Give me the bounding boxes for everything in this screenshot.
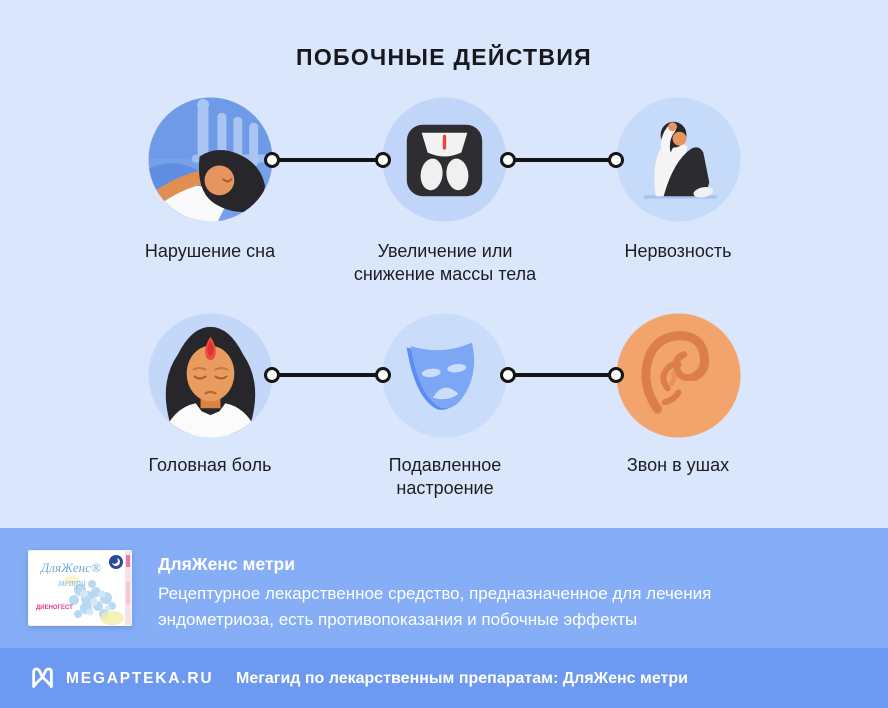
product-description: Рецептурное лекарственное средство, пред… <box>158 584 712 629</box>
effect-label: Нарушение сна <box>144 241 276 261</box>
sleeping-woman-icon <box>148 97 273 222</box>
box-brand-text: ДляЖенс® <box>39 560 101 575</box>
connector-ring <box>500 152 516 168</box>
effect-label: Звон в ушах <box>626 455 730 475</box>
connector-ring <box>375 152 391 168</box>
footer-tagline: Мегагид по лекарственным препаратам: Для… <box>236 670 688 687</box>
woman-headache-icon <box>148 313 273 438</box>
box-sub-text: метри <box>57 578 86 589</box>
connector-ring <box>608 152 624 168</box>
connector-ring <box>264 367 280 383</box>
product-box-image: ДляЖенс® метри ДИЕНОГЕСТ <box>27 549 133 627</box>
footer-bar: MEGAPTEKA.RU Мегагид по лекарственным пр… <box>0 648 888 708</box>
connector-line <box>508 158 616 162</box>
weight-scale-icon <box>382 97 507 222</box>
connector-line <box>272 158 383 162</box>
brand-name: MEGAPTEKA.RU <box>66 670 214 687</box>
anxious-person-icon <box>616 97 741 222</box>
effect-label: Подавленное настроение <box>388 455 502 498</box>
connector-ring <box>375 367 391 383</box>
effect-label: Нервозность <box>624 241 732 261</box>
connector-ring <box>264 152 280 168</box>
box-label-text: ДИЕНОГЕСТ <box>36 605 73 611</box>
connector-line <box>508 373 616 377</box>
product-band: ДляЖенс® метри ДИЕНОГЕСТ ДляЖенс метри Р… <box>0 528 888 648</box>
connector-line <box>272 373 383 377</box>
megapteka-logo-icon <box>30 666 55 693</box>
sad-mask-icon <box>382 313 507 438</box>
connector-ring <box>608 367 624 383</box>
effect-label: Головная боль <box>148 455 272 475</box>
ear-icon <box>616 313 741 438</box>
effect-label: Увеличение или снижение массы тела <box>353 241 537 284</box>
page-title: ПОБОЧНЫЕ ДЕЙСТВИЯ <box>296 44 592 70</box>
connector-ring <box>500 367 516 383</box>
product-name: ДляЖенс метри <box>158 554 295 574</box>
